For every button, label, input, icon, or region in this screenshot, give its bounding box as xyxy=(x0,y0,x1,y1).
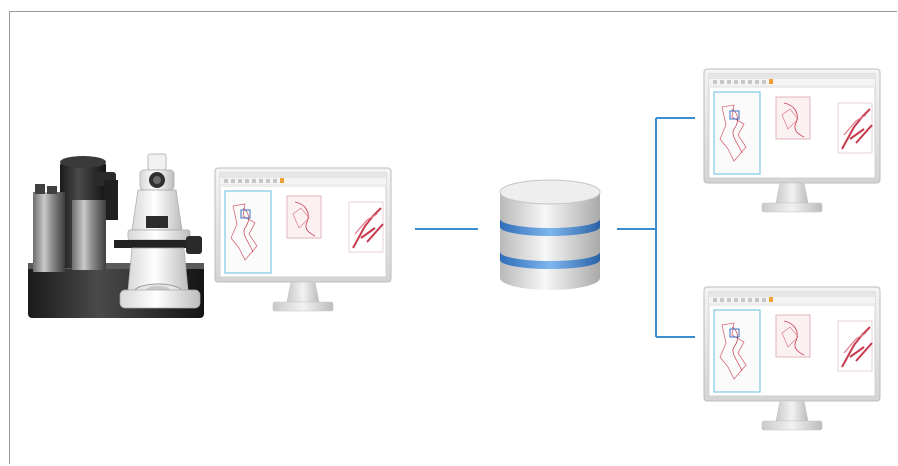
client-monitor-2-icon xyxy=(703,286,881,431)
branch-connector xyxy=(617,117,695,338)
database-icon xyxy=(499,179,601,290)
diagram-frame xyxy=(9,11,897,464)
client-monitor-1-icon xyxy=(703,68,881,213)
microscope-with-camera-icon xyxy=(28,153,204,318)
acquisition-monitor-icon xyxy=(214,167,392,312)
